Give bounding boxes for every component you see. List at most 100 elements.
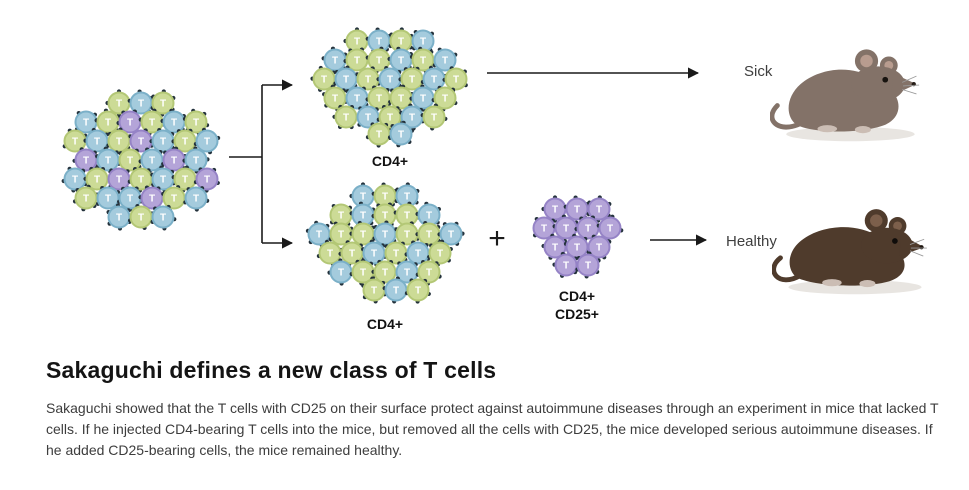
t-cell: T xyxy=(322,84,348,112)
svg-text:T: T xyxy=(371,249,377,260)
svg-text:T: T xyxy=(149,194,155,205)
t-cell: T xyxy=(575,251,601,279)
healthy-mouse-nose xyxy=(919,245,924,250)
svg-text:T: T xyxy=(393,249,399,260)
t-cell: T xyxy=(150,165,176,193)
svg-text:T: T xyxy=(371,286,377,297)
svg-text:T: T xyxy=(321,75,327,86)
svg-text:T: T xyxy=(105,118,111,129)
svg-text:T: T xyxy=(343,113,349,124)
svg-text:T: T xyxy=(116,213,122,224)
svg-text:T: T xyxy=(426,230,432,241)
svg-text:T: T xyxy=(354,37,360,48)
t-cell: T xyxy=(193,127,221,155)
t-cell: T xyxy=(409,84,437,112)
svg-text:T: T xyxy=(607,224,613,235)
svg-text:T: T xyxy=(420,56,426,67)
t-cell: T xyxy=(432,47,458,73)
svg-text:T: T xyxy=(204,175,210,186)
svg-text:T: T xyxy=(426,268,432,279)
t-cell: T xyxy=(415,201,441,228)
healthy-mouse-eye xyxy=(892,238,898,244)
svg-text:T: T xyxy=(343,75,349,86)
t-cell: T xyxy=(387,120,415,148)
svg-text:T: T xyxy=(376,56,382,67)
svg-text:T: T xyxy=(83,156,89,167)
svg-text:T: T xyxy=(127,118,133,129)
svg-text:T: T xyxy=(360,268,366,279)
svg-text:T: T xyxy=(105,194,111,205)
t-cell: T xyxy=(193,167,220,193)
svg-text:T: T xyxy=(316,230,322,241)
t-cell: T xyxy=(427,239,453,267)
svg-text:T: T xyxy=(160,213,166,224)
t-cell: T xyxy=(127,167,154,193)
svg-text:T: T xyxy=(404,211,410,222)
svg-text:T: T xyxy=(585,224,591,235)
svg-text:T: T xyxy=(138,175,144,186)
t-cell: T xyxy=(398,66,426,92)
svg-text:T: T xyxy=(116,175,122,186)
svg-text:T: T xyxy=(182,137,188,148)
svg-text:T: T xyxy=(398,130,404,141)
t-cell: T xyxy=(387,46,413,73)
t-cell: T xyxy=(355,66,381,92)
t-cell: T xyxy=(343,47,371,73)
svg-text:T: T xyxy=(574,205,580,216)
svg-text:T: T xyxy=(398,94,404,105)
svg-text:T: T xyxy=(563,224,569,235)
svg-text:T: T xyxy=(160,99,166,110)
svg-text:T: T xyxy=(365,75,371,86)
svg-text:T: T xyxy=(72,175,78,186)
sick-label: Sick xyxy=(744,63,773,80)
svg-text:T: T xyxy=(585,261,591,272)
svg-text:T: T xyxy=(563,261,569,272)
svg-text:T: T xyxy=(360,230,366,241)
svg-text:T: T xyxy=(193,156,199,167)
svg-text:T: T xyxy=(382,192,388,203)
svg-text:T: T xyxy=(596,243,602,254)
t-cell: T xyxy=(107,167,131,191)
svg-text:T: T xyxy=(574,243,580,254)
svg-text:T: T xyxy=(398,56,404,67)
svg-text:T: T xyxy=(338,230,344,241)
page-title: Sakaguchi defines a new class of T cells xyxy=(46,357,497,383)
caption-text: Sakaguchi showed that the T cells with C… xyxy=(46,400,939,458)
t-cell: T xyxy=(563,195,590,222)
svg-text:T: T xyxy=(72,137,78,148)
svg-text:T: T xyxy=(332,94,338,105)
t-cell: T xyxy=(420,103,448,131)
svg-text:T: T xyxy=(127,156,133,167)
svg-text:T: T xyxy=(360,192,366,203)
svg-text:T: T xyxy=(138,213,144,224)
healthy-mouse-illustration xyxy=(772,209,927,295)
svg-text:T: T xyxy=(437,249,443,260)
svg-text:T: T xyxy=(442,94,448,105)
svg-text:T: T xyxy=(365,113,371,124)
svg-text:T: T xyxy=(376,37,382,48)
svg-text:T: T xyxy=(360,211,366,222)
svg-text:T: T xyxy=(94,175,100,186)
svg-text:T: T xyxy=(116,137,122,148)
svg-text:T: T xyxy=(354,94,360,105)
t-cell: T xyxy=(404,240,431,267)
t-cell: T xyxy=(596,214,624,242)
cd4-bottom-label: CD4+ xyxy=(366,316,404,332)
svg-text:T: T xyxy=(94,137,100,148)
svg-text:T: T xyxy=(349,249,355,260)
svg-text:T: T xyxy=(193,194,199,205)
svg-text:T: T xyxy=(138,137,144,148)
svg-text:T: T xyxy=(453,75,459,86)
svg-text:T: T xyxy=(83,118,89,129)
t-cell: T xyxy=(161,185,187,211)
svg-text:T: T xyxy=(404,268,410,279)
t-cell: T xyxy=(442,66,468,93)
t-cell: T xyxy=(404,278,431,304)
t-cell: T xyxy=(127,203,155,231)
treg-label-line1: CD4+ xyxy=(558,288,596,304)
svg-text:T: T xyxy=(448,230,454,241)
branch-arrows xyxy=(229,79,294,249)
